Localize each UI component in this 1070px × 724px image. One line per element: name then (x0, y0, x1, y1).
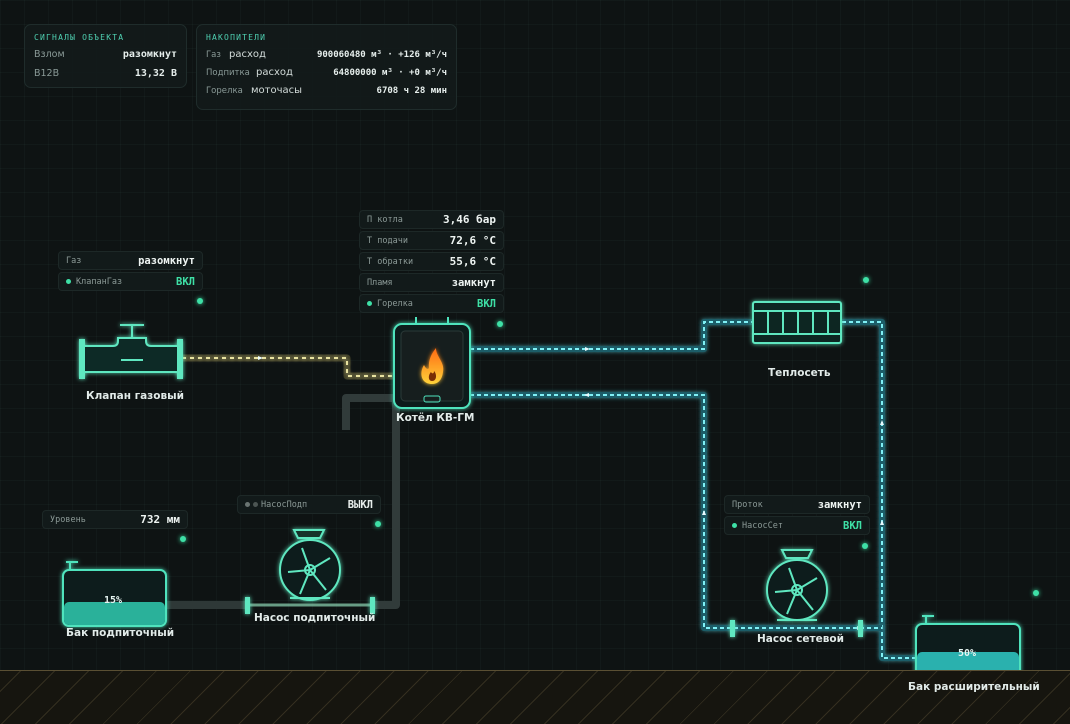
burner-tag[interactable]: Горелка ВКЛ (359, 294, 504, 313)
accumulator-metric: расход (229, 49, 266, 60)
status-dot (732, 522, 737, 528)
expansion-tank-caption: Бак расширительный (908, 681, 1040, 693)
gas-pipe (182, 354, 394, 380)
makeup-pump-icon[interactable] (245, 529, 375, 614)
gas-valve-caption: Клапан газовый (86, 390, 184, 402)
makeup-tank-fill: 15% (104, 595, 123, 606)
makeup-level-tag[interactable]: Уровень 732 мм (42, 510, 188, 529)
makeup-pump-tag[interactable]: НасосПодп ВЫКЛ (237, 495, 381, 514)
tag-label: КлапанГаз (76, 276, 123, 287)
accumulator-label: Подпитка (206, 68, 250, 78)
accumulator-label: Газ (206, 50, 221, 60)
tag-label: Т подачи (367, 235, 408, 246)
tag-state: ВКЛ (176, 275, 195, 288)
heat-network-caption: Теплосеть (768, 367, 831, 379)
expansion-tank-fill: 50% (958, 648, 977, 659)
object-signals-title: СИГНАЛЫ ОБЪЕКТА (34, 33, 125, 42)
flame-icon (421, 348, 444, 384)
status-dot (66, 278, 71, 284)
supply-temperature-tag[interactable]: Т подачи 72,6 °C (359, 231, 504, 250)
tag-value: 55,6 °C (449, 255, 496, 268)
signal-value: разомкнут (122, 49, 177, 60)
boiler-icon[interactable] (393, 317, 471, 409)
accumulators-title: НАКОПИТЕЛИ (206, 33, 267, 42)
tag-state: ВЫКЛ (347, 498, 373, 511)
network-pump-status-led (862, 543, 868, 549)
heat-network-icon[interactable] (752, 301, 842, 344)
object-signals-panel: СИГНАЛЫ ОБЪЕКТА Взлом разомкнут B12В 13,… (24, 24, 187, 88)
makeup-tank-caption: Бак подпиточный (66, 627, 175, 639)
tag-state: ВКЛ (477, 297, 496, 310)
signal-value: 13,32 В (134, 68, 177, 79)
tag-value: 72,6 °C (449, 234, 496, 247)
makeup-pump-caption: Насос подпиточный (254, 612, 376, 624)
return-temperature-tag[interactable]: Т обратки 55,6 °C (359, 252, 504, 271)
tag-label: Уровень (50, 514, 86, 525)
network-pump-tag[interactable]: НасосСет ВКЛ (724, 516, 870, 535)
status-dot (253, 501, 258, 507)
tag-label: Газ (66, 255, 82, 266)
status-dot (245, 501, 250, 507)
boiler-status-led (497, 321, 503, 327)
tag-state: ВКЛ (843, 519, 862, 532)
accumulator-value: 64800000 м³ · +0 м³/ч (333, 68, 447, 78)
network-pump-caption: Насос сетевой (757, 633, 844, 645)
tag-label: Горелка (377, 298, 413, 309)
makeup-level-status-led (180, 536, 186, 542)
gas-valve-icon[interactable] (79, 324, 183, 379)
makeup-pump-status-led (375, 521, 381, 527)
accumulator-metric: расход (256, 67, 293, 78)
tag-label: Проток (732, 499, 763, 510)
floor-hatching (0, 670, 1070, 724)
accumulators-panel: НАКОПИТЕЛИ Газ расход 900060480 м³ · +12… (196, 24, 457, 110)
network-pump-icon[interactable] (730, 549, 863, 637)
tag-label: НасосСет (742, 520, 783, 531)
tag-label: Пламя (367, 277, 393, 288)
tag-value: замкнут (451, 276, 496, 289)
tag-value: разомкнут (138, 254, 195, 267)
status-dot (367, 300, 372, 306)
accumulator-label: Горелка (206, 86, 243, 96)
gas-valve-status-led (197, 298, 203, 304)
tag-value: 3,46 бар (443, 213, 496, 226)
accumulator-metric: моточасы (251, 85, 303, 96)
makeup-tank-icon[interactable] (62, 561, 167, 627)
flow-tag[interactable]: Проток замкнут (724, 495, 870, 514)
accumulator-row: Газ расход 900060480 м³ · +126 м³/ч (206, 49, 447, 60)
signal-row: Взлом разомкнут (34, 49, 177, 60)
flame-tag[interactable]: Пламя замкнут (359, 273, 504, 292)
tag-label: П котла (367, 214, 403, 225)
signal-row: B12В 13,32 В (34, 68, 177, 79)
signal-label: Взлом (34, 49, 65, 60)
accumulator-row: Горелка моточасы 6708 ч 28 мин (206, 85, 447, 96)
gas-valve-tag[interactable]: КлапанГаз ВКЛ (58, 272, 203, 291)
heat-network-status-led (863, 277, 869, 283)
gas-tag[interactable]: Газ разомкнут (58, 251, 203, 270)
boiler-caption: Котёл КВ-ГМ (396, 412, 475, 424)
accumulator-row: Подпитка расход 64800000 м³ · +0 м³/ч (206, 67, 447, 78)
supply-pipe (470, 319, 916, 661)
boiler-pressure-tag[interactable]: П котла 3,46 бар (359, 210, 504, 229)
tag-value: замкнут (817, 498, 862, 511)
tag-label: Т обратки (367, 256, 414, 267)
accumulator-value: 6708 ч 28 мин (376, 86, 447, 96)
expansion-tank-status-led (1033, 590, 1039, 596)
tag-label: НасосПодп (261, 499, 308, 510)
tag-value: 732 мм (140, 513, 180, 526)
accumulator-value: 900060480 м³ · +126 м³/ч (316, 50, 447, 60)
signal-label: B12В (34, 68, 60, 79)
